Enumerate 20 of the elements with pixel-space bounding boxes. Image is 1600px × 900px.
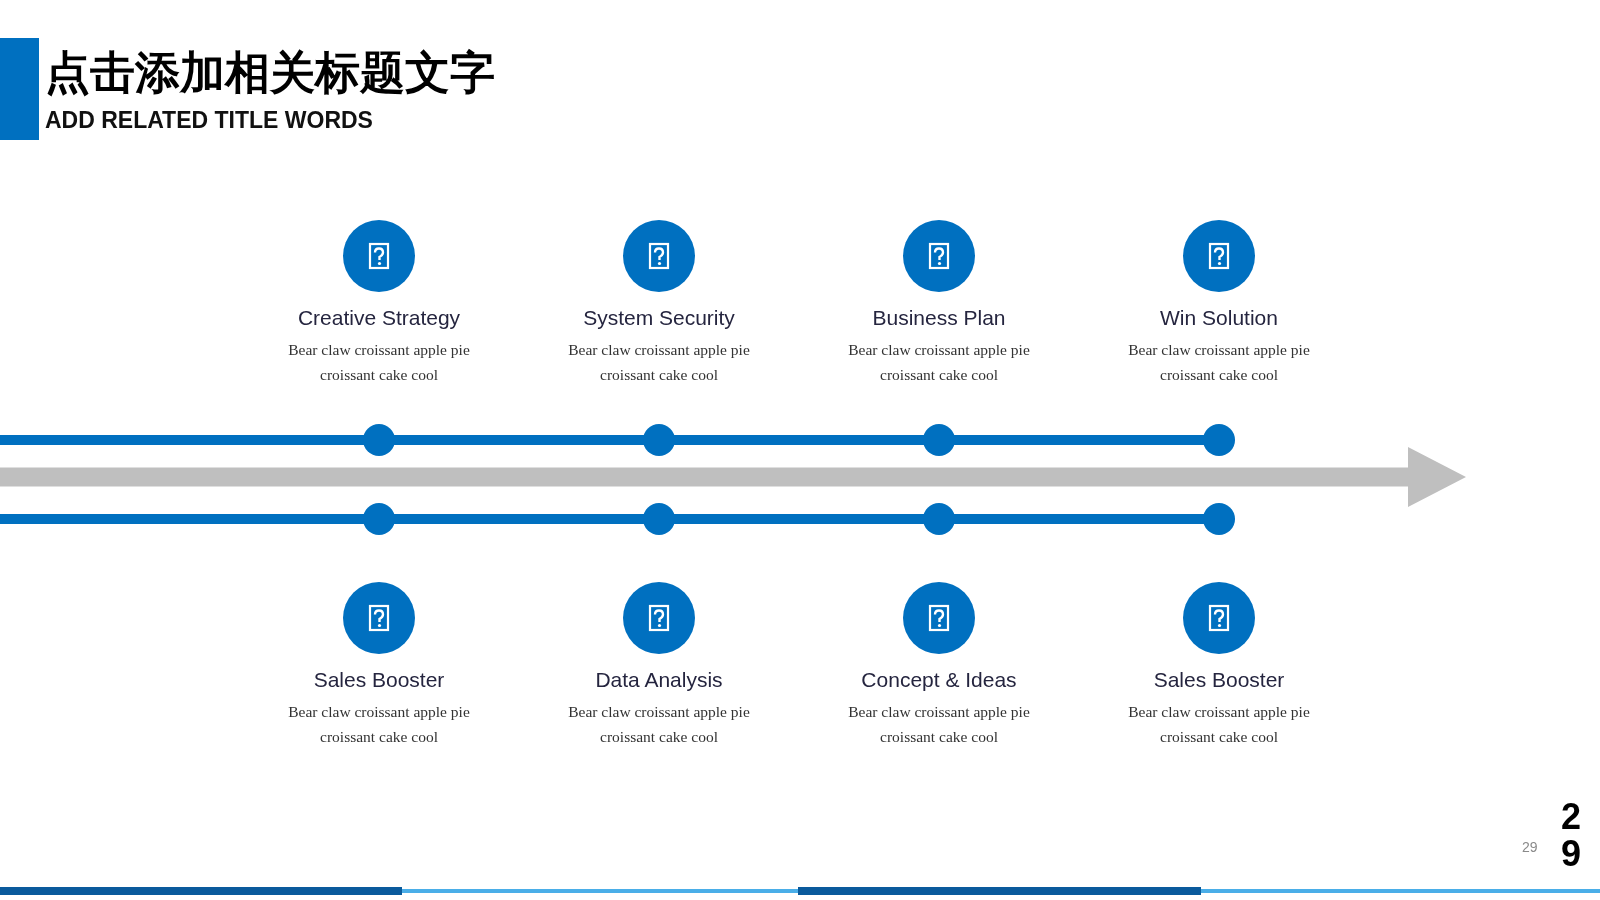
item-title: Sales Booster	[313, 668, 445, 692]
item-title: Sales Booster	[1153, 668, 1285, 692]
page-number: 29	[1522, 838, 1538, 856]
item-title: Win Solution	[1160, 306, 1278, 330]
item-title: Data Analysis	[595, 668, 723, 692]
item-title: Concept & Ideas	[861, 668, 1017, 692]
item-description: Bear claw croissant apple pie croissant cake cool	[287, 340, 471, 385]
item-description: Bear claw croissant apple pie croissant cake cool	[847, 702, 1031, 747]
item-description: Bear claw croissant apple pie croissant cake cool	[287, 702, 471, 747]
slide-title: 点击添加相关标题文字	[45, 46, 495, 100]
item-description: Bear claw croissant apple pie croissant cake cool	[567, 702, 751, 747]
item-description: Bear claw croissant apple pie croissant cake cool	[1127, 702, 1311, 747]
slide-subtitle: ADD RELATED TITLE WORDS	[45, 106, 373, 134]
item-description: Bear claw croissant apple pie croissant cake cool	[847, 340, 1031, 385]
item-title: System Security	[583, 306, 735, 330]
item-title: Creative Strategy	[297, 306, 461, 330]
item-description: Bear claw croissant apple pie croissant cake cool	[567, 340, 751, 385]
item-title: Business Plan	[872, 306, 1006, 330]
item-description: Bear claw croissant apple pie croissant cake cool	[1127, 340, 1311, 385]
page-number: 29	[1560, 798, 1582, 872]
